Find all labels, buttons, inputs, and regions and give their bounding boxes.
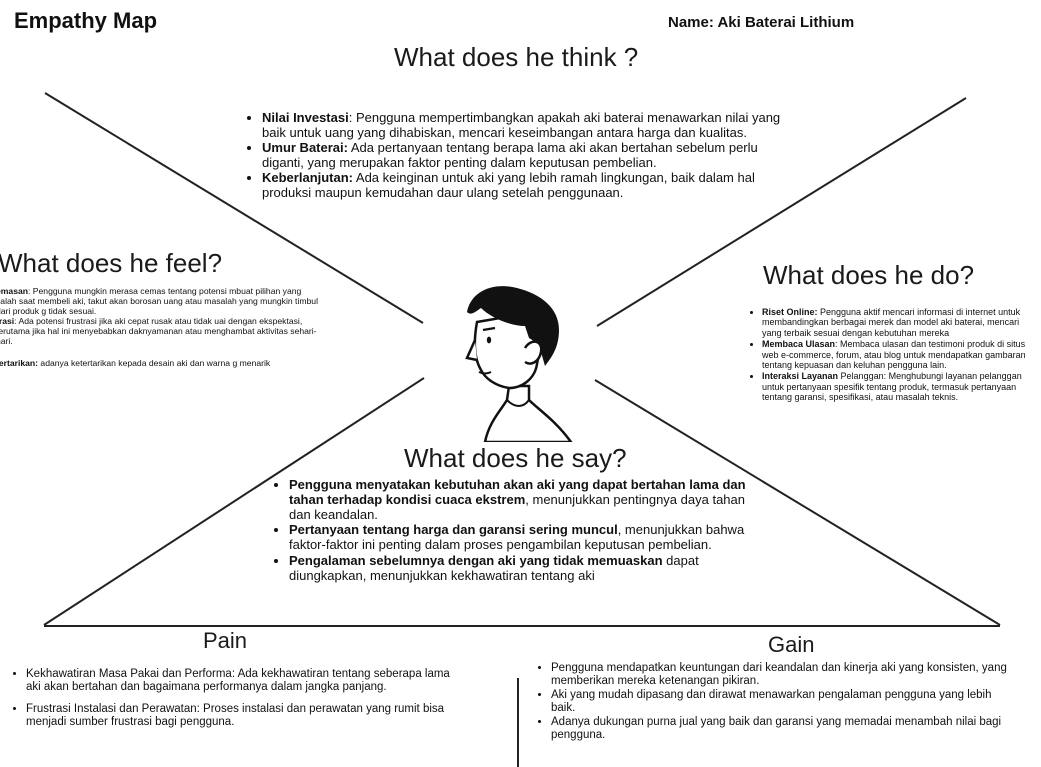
think-item-label: Umur Baterai:: [262, 140, 348, 155]
feel-paragraph-label: tertarikan:: [0, 358, 39, 368]
think-list: Nilai Investasi: Pengguna mempertimbangk…: [248, 110, 798, 201]
think-item-text: Ada pertanyaan tentang berapa lama aki a…: [262, 140, 758, 170]
do-list: Riset Online: Pengguna aktif mencari inf…: [748, 307, 1038, 404]
do-item-text: : Membaca ulasan dan testimoni produk di…: [762, 339, 1026, 371]
say-item: Pengalaman sebelumnya dengan aki yang ti…: [289, 552, 770, 584]
feel-paragraph: trasi: Ada potensi frustrasi jika aki ce…: [0, 316, 321, 346]
page-title: Empathy Map: [14, 8, 158, 33]
gain-heading: Gain: [768, 632, 815, 657]
say-item: Pengguna menyatakan kebutuhan akan aki y…: [289, 477, 770, 522]
say-item-label: Pengguna menyatakan kebutuhan akan aki y…: [289, 477, 746, 507]
pain-item: Frustrasi Instalasi dan Perawatan: Prose…: [26, 703, 452, 729]
think-item: Umur Baterai: Ada pertanyaan tentang ber…: [262, 140, 798, 170]
do-heading: What does he do?: [763, 260, 975, 290]
gain-item: Aki yang mudah dipasang dan dirawat mena…: [551, 689, 1017, 715]
diagonal-bottom-right: [594, 379, 1001, 626]
think-heading: What does he think ?: [394, 42, 639, 72]
feel-paragraph-text: adanya ketertarikan kepada desain aki da…: [38, 358, 271, 368]
do-item-text: Pengguna aktif mencari informasi di inte…: [762, 307, 1021, 338]
do-item-text: Pelanggan: Menghubungi layanan pelanggan…: [762, 371, 1022, 403]
diagonal-top-left: [44, 92, 424, 324]
say-item-text: , menunjukkan pentingnya daya tahan dan …: [289, 491, 745, 522]
think-item-label: Nilai Investasi: [262, 110, 349, 125]
say-heading: What does he say?: [404, 443, 627, 473]
feel-paragraph: emasan: Pengguna mungkin merasa cemas te…: [0, 286, 321, 316]
think-item-text: : Pengguna mempertimbangkan apakah aki b…: [262, 110, 781, 140]
diagonal-top-right: [596, 97, 967, 327]
say-list: Pengguna menyatakan kebutuhan akan aki y…: [275, 477, 770, 585]
say-item-text: dapat diungkapkan, menunjukkan kekhawati…: [289, 552, 699, 583]
do-item: Interaksi Layanan Pelanggan: Menghubungi…: [762, 371, 1038, 402]
do-item: Riset Online: Pengguna aktif mencari inf…: [762, 307, 1038, 338]
gain-item: Pengguna mendapatkan keuntungan dari kea…: [551, 662, 1017, 688]
pain-heading: Pain: [203, 628, 248, 653]
do-item-label: Interaksi Layanan: [762, 371, 839, 382]
feel-paragraph-text: : Pengguna mungkin merasa cemas tentang …: [0, 286, 318, 316]
diagonal-bottom-left: [43, 377, 425, 626]
persona-avatar-icon: [465, 286, 573, 442]
feel-paragraph: tertarikan: adanya ketertarikan kepada d…: [0, 358, 321, 368]
persona-name: Name: Aki Baterai Lithium: [668, 14, 855, 31]
say-item-label: Pengalaman sebelumnya dengan aki yang ti…: [289, 552, 663, 568]
think-item-label: Keberlanjutan:: [262, 170, 354, 185]
pain-item: Kekhawatiran Masa Pakai dan Performa: Ad…: [26, 668, 452, 694]
feel-paragraph-text: : Ada potensi frustrasi jika aki cepat r…: [0, 316, 317, 346]
think-item: Keberlanjutan: Ada keinginan untuk aki y…: [262, 170, 798, 200]
think-item: Nilai Investasi: Pengguna mempertimbangk…: [262, 110, 798, 140]
pain-list: Kekhawatiran Masa Pakai dan Performa: Ad…: [12, 668, 452, 738]
think-item-text: Ada keinginan untuk aki yang lebih ramah…: [262, 170, 755, 200]
gain-list: Pengguna mendapatkan keuntungan dari kea…: [537, 662, 1017, 743]
feel-paragraph-label: emasan: [0, 286, 29, 296]
gain-item: Adanya dukungan purna jual yang baik dan…: [551, 716, 1017, 742]
feel-text: emasan: Pengguna mungkin merasa cemas te…: [0, 286, 321, 368]
say-item-label: Pertanyaan tentang harga dan garansi ser…: [289, 522, 618, 538]
feel-paragraph-label: trasi: [0, 316, 15, 326]
do-item-label: Membaca Ulasan: [762, 339, 836, 350]
say-item: Pertanyaan tentang harga dan garansi ser…: [289, 522, 770, 553]
do-item-label: Riset Online:: [762, 307, 818, 317]
feel-heading: What does he feel?: [0, 248, 223, 278]
say-item-text: , menunjukkan bahwa faktor-faktor ini pe…: [289, 522, 745, 553]
do-item: Membaca Ulasan: Membaca ulasan dan testi…: [762, 339, 1038, 370]
